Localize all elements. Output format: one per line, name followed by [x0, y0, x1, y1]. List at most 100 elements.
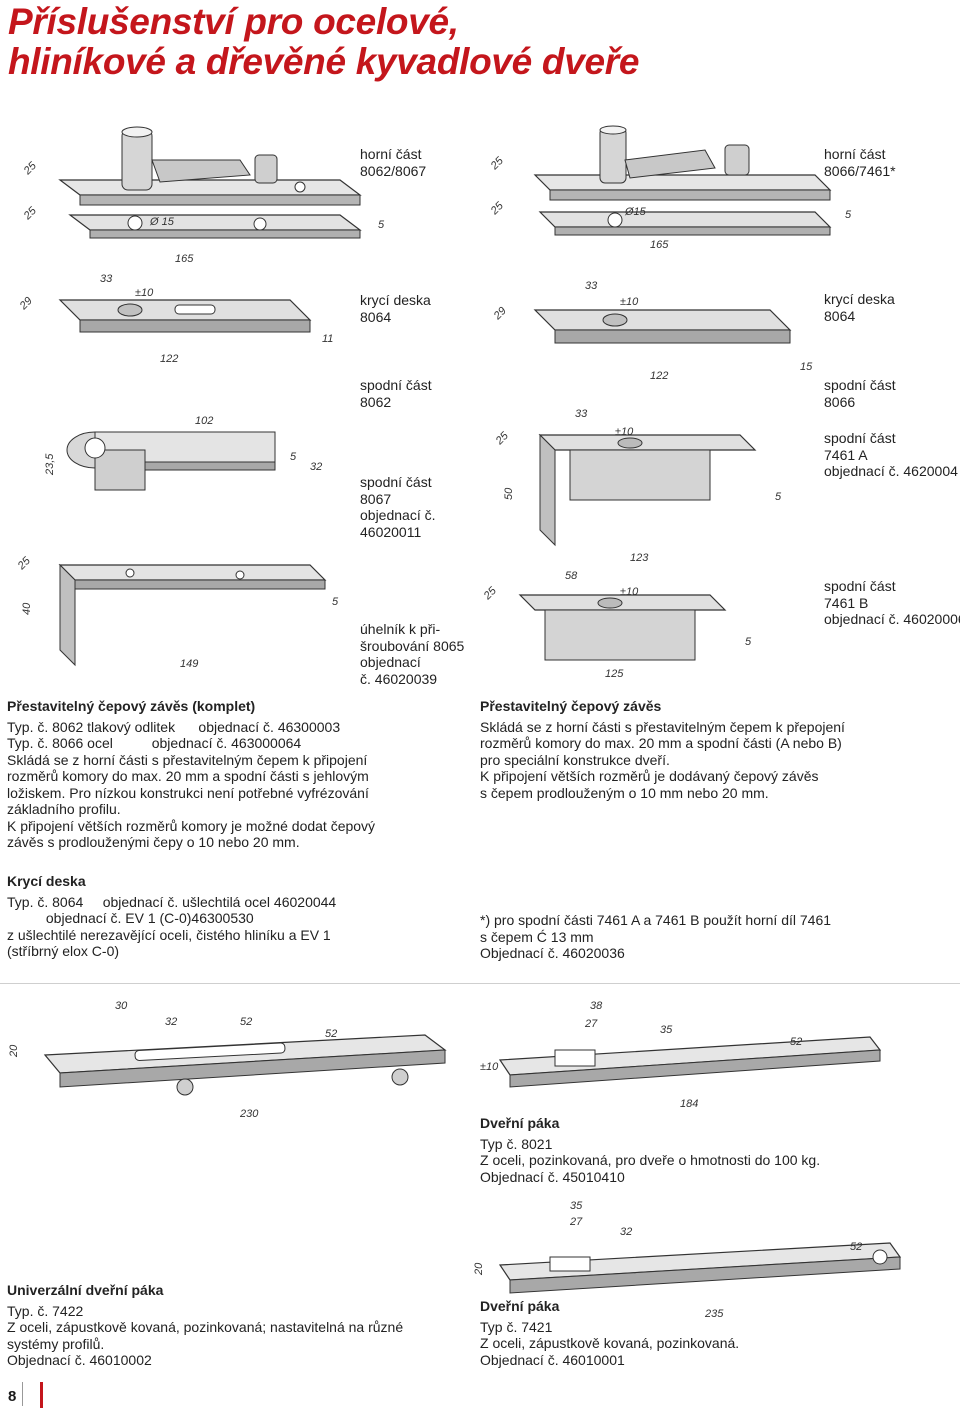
- dim-5-b: 5: [845, 209, 852, 221]
- dim-149: 149: [180, 658, 198, 670]
- block-heading: Dveřní páka: [480, 1115, 560, 1131]
- label-spodni-cast-8066: spodní část 8066: [824, 377, 896, 410]
- label-spodni-cast-7461b: spodní část 7461 B objednací č. 46020006: [824, 578, 960, 628]
- dim-33-b: 33: [585, 280, 598, 292]
- label-spodni-cast-7461a: spodní část 7461 A objednací č. 4620004: [824, 430, 958, 480]
- dim-123: 123: [630, 552, 649, 564]
- dim-5-f: 5: [745, 636, 752, 648]
- dim-30: 30: [115, 1000, 128, 1012]
- dim-20: 20: [8, 1044, 20, 1058]
- block-line: Z oceli, zápustkově kovaná, pozinkovaná.: [480, 1335, 740, 1351]
- label-line: 8062: [360, 393, 392, 410]
- block-line: K připojení větších rozměrů komory je mo…: [7, 817, 376, 834]
- block-prestavitelny-komplet: Přestavitelný čepový závěs (komplet) Typ…: [7, 698, 375, 851]
- label-line: objednací č.: [360, 507, 436, 523]
- drawing-dverni-paka-8021: 38 27 35 52 ±10 184: [470, 995, 890, 1120]
- label-horni-cast-8066: horní část 8066/7461*: [824, 146, 896, 179]
- dim-58: 58: [565, 570, 578, 582]
- block-line: Typ. č. 8066 ocel objednací č. 463000064: [7, 735, 302, 751]
- dim-122-b: 122: [650, 370, 668, 382]
- dim-10-d: ±10: [620, 586, 639, 598]
- drawing-univerzalni-dverni-paka: 30 32 52 52 20 230: [5, 995, 465, 1130]
- block-line: Z oceli, zápustkově kovaná, pozinkovaná;…: [7, 1319, 404, 1335]
- block-line: základního profilu.: [7, 801, 121, 817]
- block-line: Skládá se z horní části s přestavitelným…: [480, 718, 845, 735]
- dim-11: 11: [322, 333, 333, 345]
- label-line: 46020011: [360, 523, 422, 540]
- dim-5-d: 5: [332, 596, 339, 608]
- drawing-dverni-paka-7421: 35 27 32 52 20 235: [470, 1195, 910, 1325]
- label-line: krycí deska: [360, 292, 431, 308]
- dim-25-e: 25: [15, 554, 33, 572]
- label-line: 8066: [824, 393, 856, 410]
- block-line: Objednací č. 46020036: [480, 945, 625, 961]
- label-spodni-cast-8067: spodní část 8067 objednací č. 46020011: [360, 474, 436, 540]
- dim-25-f: 25: [493, 429, 511, 447]
- dim-10-c: ±10: [615, 426, 634, 438]
- title-line-1: Příslušenství pro ocelové,: [8, 1, 459, 42]
- dim-10-e: ±10: [480, 1061, 499, 1073]
- section-divider: [0, 983, 960, 984]
- dim-102: 102: [195, 415, 213, 427]
- dim-33: 33: [100, 273, 113, 285]
- block-heading: Univerzální dveřní páka: [7, 1282, 164, 1298]
- block-line: Typ. č. 8064 objednací č. ušlechtilá oce…: [7, 893, 337, 910]
- label-line: krycí deska: [824, 291, 895, 307]
- block-dverni-paka-8021: Dveřní páka Typ č. 8021 Z oceli, pozinko…: [480, 1115, 820, 1185]
- drawing-spodni-cast-7461b: 58 ±10 125 5 25: [480, 565, 780, 685]
- label-line: objednací: [360, 654, 421, 670]
- dim-40: 40: [21, 602, 33, 615]
- dim-5-e: 5: [775, 491, 782, 503]
- dim-25-c: 25: [488, 154, 506, 172]
- dim-25-a: 25: [21, 159, 39, 177]
- block-heading: Krycí deska: [7, 873, 86, 889]
- dim-184: 184: [680, 1098, 698, 1110]
- label-kryci-deska-right: krycí deska 8064: [824, 291, 895, 324]
- dim-33-c: 33: [575, 408, 588, 420]
- block-line: Skládá se z horní části s přestavitelným…: [7, 751, 368, 768]
- dim-35: 35: [660, 1024, 673, 1036]
- block-kryci-deska: Krycí deska Typ. č. 8064 objednací č. uš…: [7, 873, 336, 960]
- page-number: 8: [8, 1388, 17, 1405]
- label-uhelnik: úhelník k při- šroubování 8065 objednací…: [360, 621, 464, 687]
- drawing-spodni-cast-8066: 29 33 ±10 122 15: [480, 275, 820, 385]
- dim-52-c: 52: [790, 1036, 802, 1048]
- label-line: objednací č. 4620004: [824, 463, 958, 479]
- dim-15-b: Ø15: [624, 206, 647, 218]
- dim-52-b: 52: [325, 1028, 337, 1040]
- label-line: spodní část: [824, 430, 896, 446]
- label-line: č. 46020039: [360, 670, 438, 687]
- dim-15: Ø 15: [149, 216, 175, 228]
- label-line: objednací č. 46020006: [824, 611, 960, 627]
- block-line: Typ. č. 8062 tlakový odlitek objednací č…: [7, 718, 341, 735]
- block-line: Objednací č. 45010410: [480, 1168, 625, 1185]
- dim-32: 32: [310, 461, 322, 473]
- dim-50: 50: [503, 487, 515, 500]
- dim-35-b: 35: [570, 1200, 583, 1212]
- dim-23-5: 23,5: [45, 453, 56, 476]
- dim-235: 235: [704, 1308, 724, 1320]
- dim-125: 125: [605, 668, 624, 680]
- drawing-horni-cast-8062: 25 25 Ø 15 165 5: [10, 120, 390, 280]
- drawing-spodni-cast-8062: 29 33 ±10 122 11: [10, 270, 340, 370]
- block-line: ložiskem. Pro nízkou konstrukci není pot…: [7, 784, 369, 801]
- dim-29-b: 29: [491, 305, 509, 323]
- block-line: z ušlechtilé nerezavějící oceli, čistého…: [7, 926, 331, 943]
- dim-122: 122: [160, 353, 178, 365]
- drawing-horni-cast-8066: 25 25 Ø15 165 5: [475, 120, 865, 280]
- block-prestavitelny: Přestavitelný čepový závěs Skládá se z h…: [480, 698, 845, 801]
- label-line: 8064: [360, 308, 392, 325]
- dim-52-d: 52: [850, 1241, 862, 1253]
- block-heading: Přestavitelný čepový závěs: [480, 698, 662, 714]
- dim-29: 29: [17, 295, 35, 313]
- block-line: rozměrů komory do max. 20 mm a spodní čá…: [480, 735, 842, 751]
- label-line: spodní část: [824, 377, 896, 393]
- dim-5: 5: [378, 219, 385, 231]
- block-univerzalni-paka: Univerzální dveřní páka Typ. č. 7422 Z o…: [7, 1282, 403, 1369]
- label-horni-cast-8062: horní část 8062/8067: [360, 146, 426, 179]
- dim-15-c: 15: [800, 361, 813, 373]
- label-line: horní část: [824, 146, 886, 162]
- label-line: spodní část: [360, 377, 432, 393]
- dim-165: 165: [175, 253, 194, 265]
- dim-52: 52: [240, 1016, 252, 1028]
